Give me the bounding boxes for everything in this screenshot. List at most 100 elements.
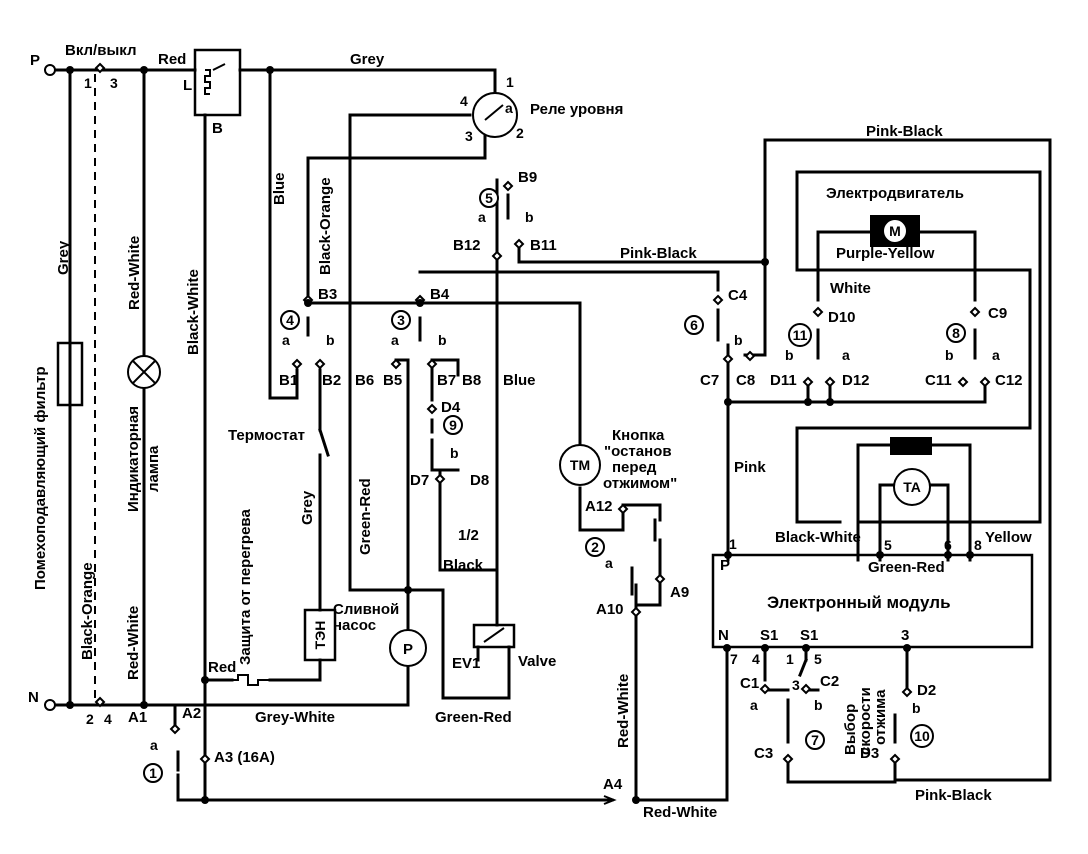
svg-text:C12: C12 — [995, 372, 1023, 389]
svg-text:P: P — [403, 641, 413, 658]
badge-9 — [443, 415, 463, 435]
svg-text:b: b — [525, 209, 534, 225]
svg-text:D10: D10 — [828, 309, 856, 326]
svg-text:b: b — [912, 700, 921, 716]
svg-text:B11: B11 — [530, 237, 557, 254]
svg-text:отжима: отжима — [872, 689, 889, 745]
badge-10 — [910, 724, 934, 748]
label-level-relay: Реле уровня — [530, 101, 623, 118]
svg-text:D8: D8 — [470, 472, 489, 489]
svg-text:D12: D12 — [842, 372, 870, 389]
svg-text:Black-White: Black-White — [775, 529, 861, 546]
svg-text:перед: перед — [612, 459, 657, 476]
svg-text:b: b — [785, 347, 794, 363]
svg-text:C9: C9 — [988, 305, 1007, 322]
labels: P N Вкл/выкл 1 3 2 4 Red Grey L B 1 2 3 … — [28, 42, 1032, 821]
electronic-module-box — [711, 553, 1034, 649]
svg-text:4: 4 — [104, 711, 112, 727]
label-thermostat: Термостат — [228, 427, 305, 444]
svg-text:4: 4 — [286, 312, 294, 328]
svg-text:B5: B5 — [383, 372, 402, 389]
svg-text:D11: D11 — [770, 372, 797, 389]
svg-text:C3: C3 — [754, 745, 773, 762]
svg-text:4: 4 — [752, 651, 760, 667]
svg-text:3: 3 — [465, 128, 473, 144]
label-spin-select: Выбор скорости отжима — [842, 687, 889, 755]
svg-text:b: b — [734, 332, 743, 348]
svg-text:2: 2 — [86, 711, 94, 727]
svg-text:Grey-White: Grey-White — [255, 709, 335, 726]
level-relay-body — [472, 92, 518, 138]
badge-4 — [280, 310, 300, 330]
svg-text:b: b — [814, 697, 823, 713]
tacho-generator-icon — [893, 468, 931, 506]
badge-7 — [805, 730, 825, 750]
noise-filter-body — [56, 341, 84, 407]
svg-text:10: 10 — [914, 728, 930, 744]
svg-text:2: 2 — [591, 539, 599, 555]
svg-text:11: 11 — [793, 327, 808, 343]
svg-text:лампа: лампа — [145, 445, 162, 492]
svg-text:Black-Orange: Black-Orange — [79, 562, 96, 660]
svg-text:C8: C8 — [736, 372, 755, 389]
svg-text:Yellow: Yellow — [985, 529, 1032, 546]
svg-text:Green-Red: Green-Red — [868, 559, 945, 576]
svg-text:b: b — [450, 445, 459, 461]
svg-text:Black-White: Black-White — [185, 269, 202, 355]
svg-text:Red: Red — [208, 659, 236, 676]
svg-text:A2: A2 — [182, 705, 201, 722]
svg-text:B4: B4 — [430, 286, 450, 303]
svg-text:5: 5 — [485, 190, 493, 206]
svg-text:5: 5 — [814, 651, 822, 667]
svg-text:Pink-Black: Pink-Black — [915, 787, 992, 804]
svg-text:B8: B8 — [462, 372, 481, 389]
svg-text:Red-White: Red-White — [126, 236, 143, 310]
svg-text:6: 6 — [690, 317, 698, 333]
svg-text:Black-Orange: Black-Orange — [317, 177, 334, 275]
svg-text:C1: C1 — [740, 675, 759, 692]
svg-text:A10: A10 — [596, 601, 624, 618]
svg-text:3: 3 — [397, 312, 405, 328]
svg-text:a: a — [150, 737, 158, 753]
svg-text:B: B — [212, 120, 223, 137]
svg-text:скорости: скорости — [857, 687, 874, 755]
label-noise-filter: Помехоподавляющий фильтр — [32, 366, 49, 590]
svg-text:8: 8 — [974, 537, 982, 553]
svg-text:8: 8 — [952, 325, 960, 341]
svg-text:Red: Red — [158, 51, 186, 68]
svg-text:ТЭН: ТЭН — [312, 621, 328, 650]
badge-6 — [684, 315, 704, 335]
badge-1 — [143, 763, 163, 783]
drain-pump-icon — [389, 629, 427, 667]
svg-text:1: 1 — [506, 74, 514, 90]
badge-11 — [788, 323, 812, 347]
svg-text:TA: TA — [903, 479, 921, 495]
svg-text:Blue: Blue — [503, 372, 536, 389]
svg-text:3: 3 — [792, 677, 800, 693]
label-power-switch: Вкл/выкл — [65, 42, 136, 59]
label-P: P — [30, 52, 40, 69]
svg-text:Red-White: Red-White — [125, 606, 142, 680]
svg-text:D2: D2 — [917, 682, 936, 699]
label-stop-button: Кнопка "останов перед отжимом" — [603, 427, 677, 492]
svg-text:White: White — [830, 280, 871, 297]
svg-text:"останов: "останов — [604, 443, 672, 460]
svg-text:3: 3 — [110, 75, 118, 91]
svg-text:S1: S1 — [800, 627, 818, 644]
svg-text:b: b — [438, 332, 447, 348]
svg-text:6: 6 — [944, 537, 952, 553]
label-overheat: Защита от перегрева — [237, 509, 254, 665]
svg-text:D4: D4 — [441, 399, 461, 416]
svg-text:B1: B1 — [279, 372, 298, 389]
svg-text:A3 (16A): A3 (16A) — [214, 749, 275, 766]
svg-text:b: b — [326, 332, 335, 348]
svg-text:b: b — [945, 347, 954, 363]
svg-text:9: 9 — [449, 417, 457, 433]
svg-text:Индикаторная: Индикаторная — [125, 406, 142, 512]
svg-text:4: 4 — [460, 93, 468, 109]
svg-text:1: 1 — [149, 765, 157, 781]
svg-text:2: 2 — [516, 125, 524, 141]
svg-text:1: 1 — [84, 75, 92, 91]
svg-text:a: a — [605, 555, 613, 571]
svg-text:Grey: Grey — [55, 240, 72, 275]
